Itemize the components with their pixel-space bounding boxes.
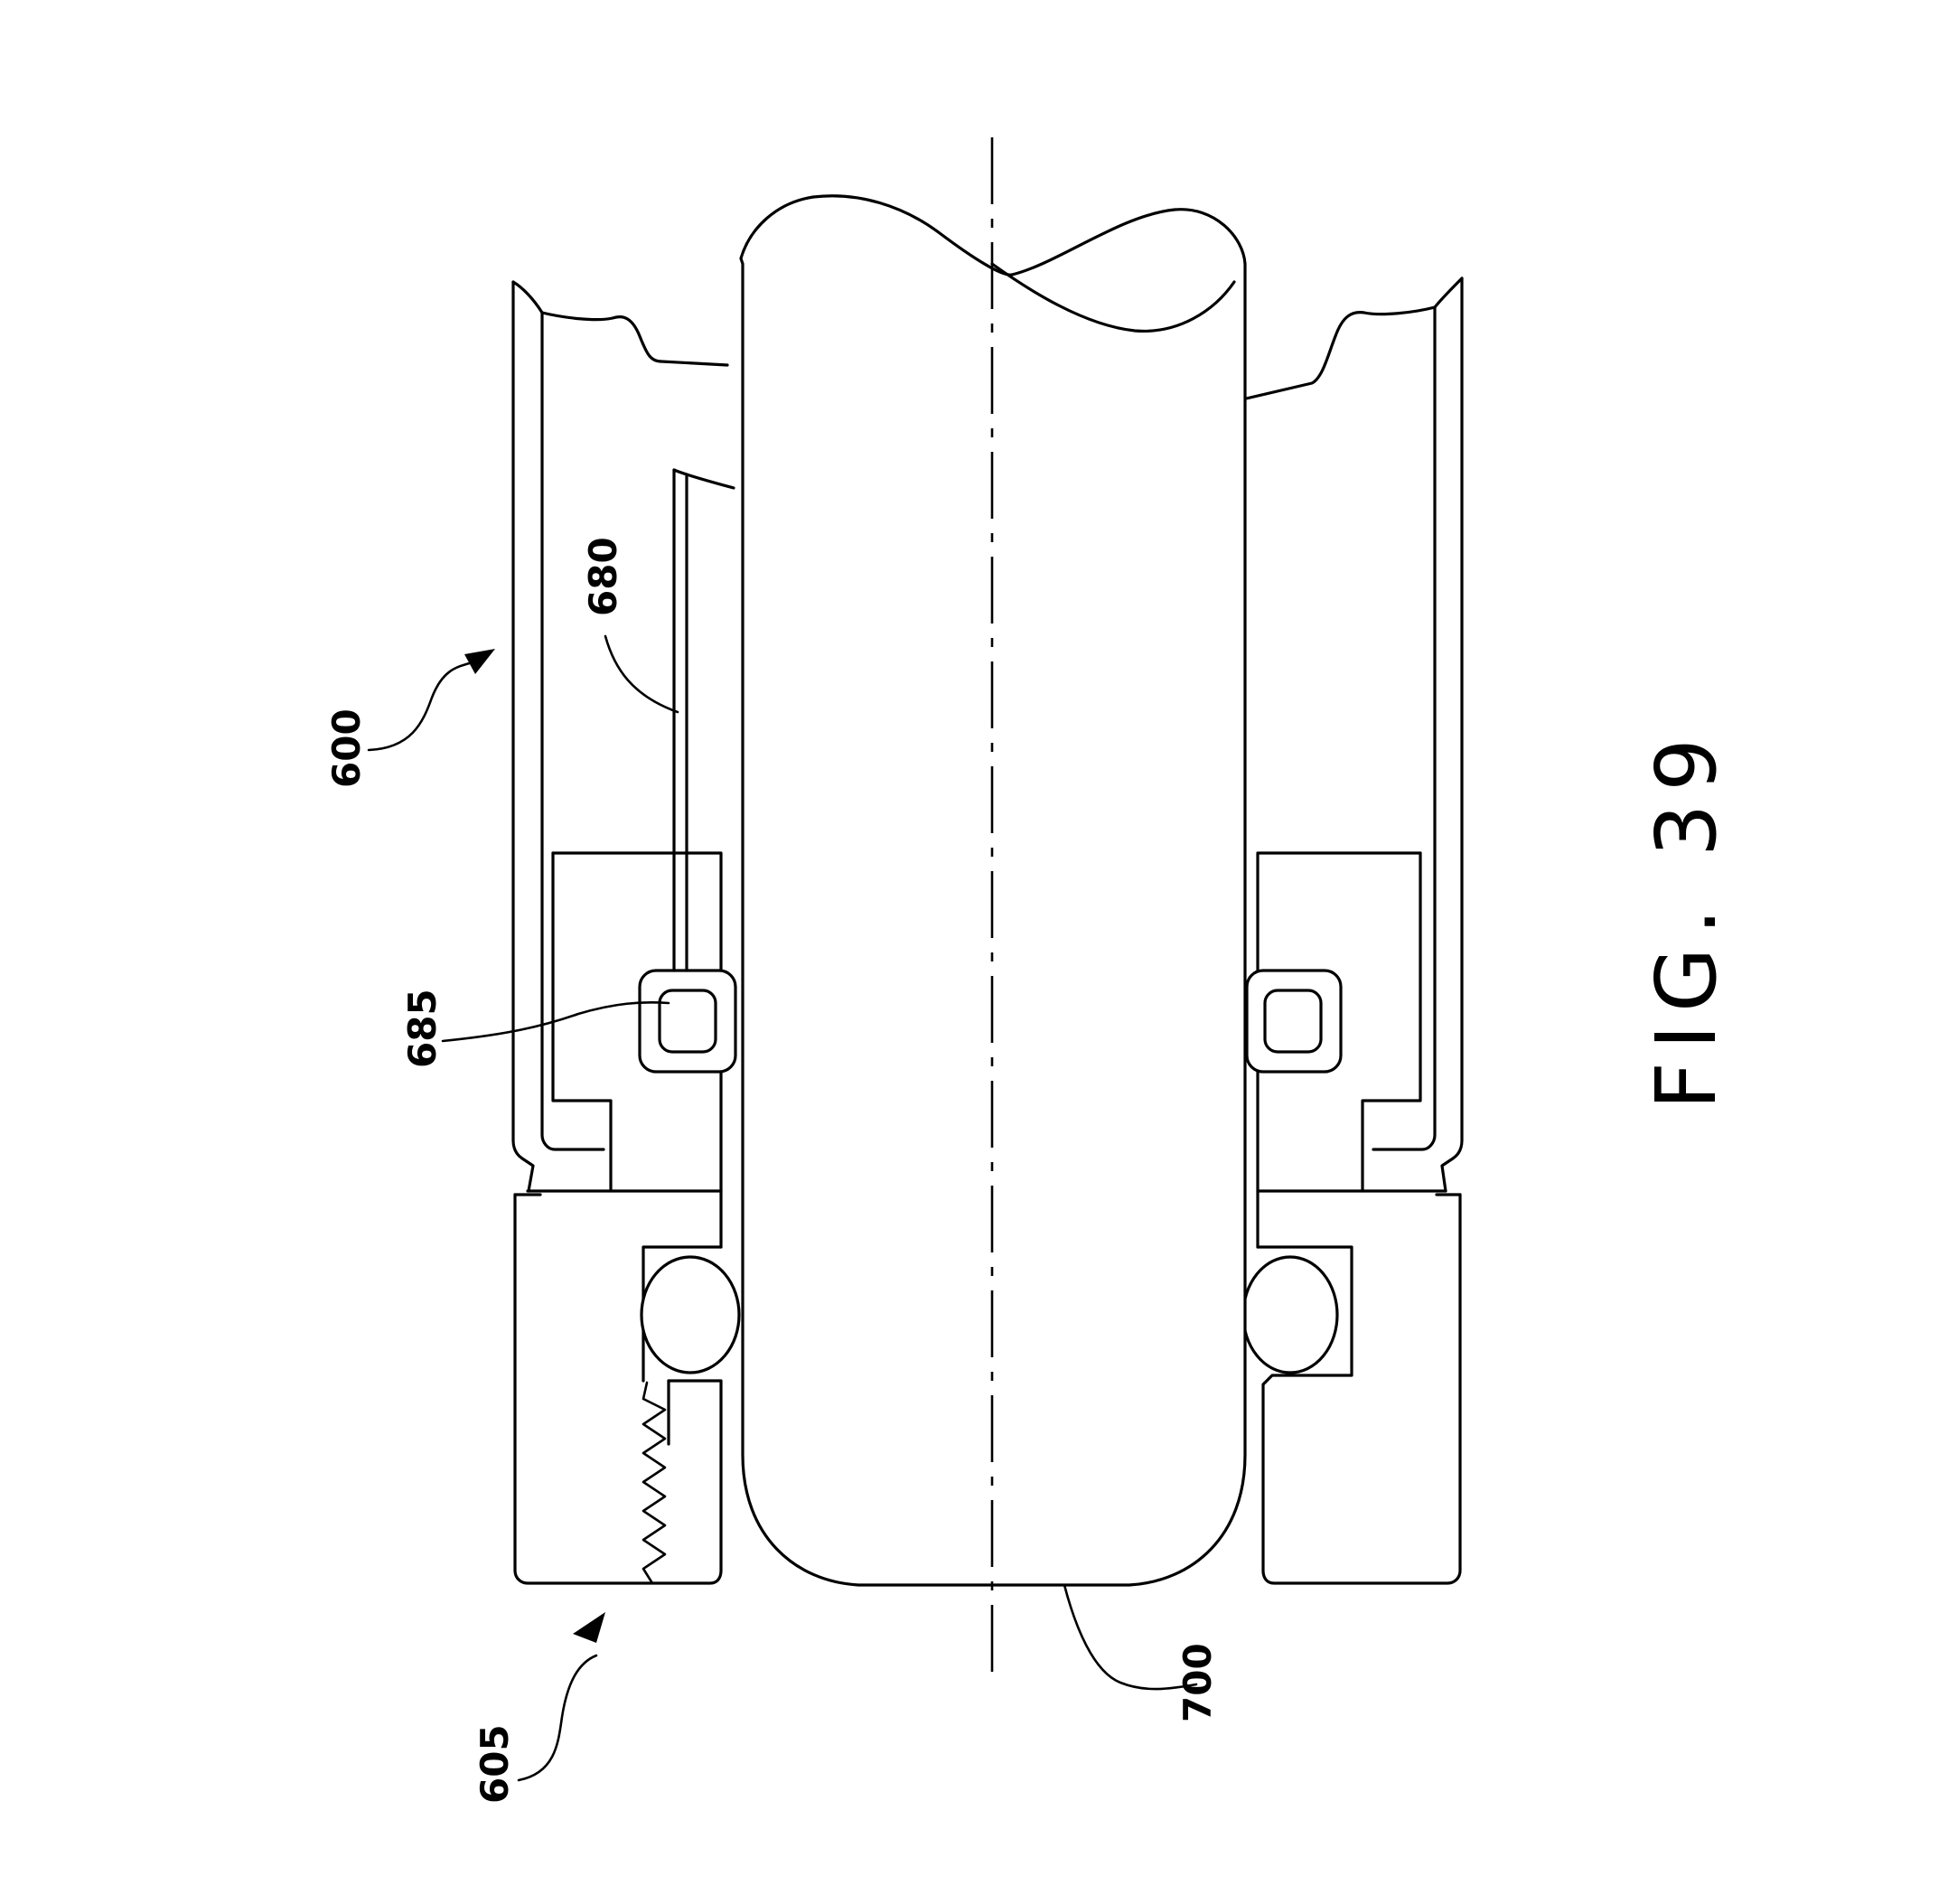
- square-seal-right: [1247, 971, 1341, 1072]
- ref-680: 680: [581, 537, 625, 616]
- tube-680: [674, 470, 734, 971]
- ref-600: 600: [324, 708, 369, 788]
- ref-605: 605: [473, 1724, 517, 1804]
- o-ring-right: [1243, 1257, 1337, 1373]
- right-lower-collar: [1258, 1195, 1460, 1583]
- square-seal-left: [640, 971, 735, 1072]
- ref-685: 685: [400, 989, 445, 1068]
- leader-600: [369, 649, 495, 750]
- leader-685: [443, 1002, 669, 1041]
- o-ring-left: [642, 1257, 739, 1373]
- figure-label: FIG. 39: [1638, 726, 1735, 1110]
- leader-605: [519, 1612, 605, 1780]
- ref-700: 700: [1175, 1643, 1220, 1722]
- leader-680: [605, 636, 678, 712]
- left-lower-collar: [515, 1195, 721, 1583]
